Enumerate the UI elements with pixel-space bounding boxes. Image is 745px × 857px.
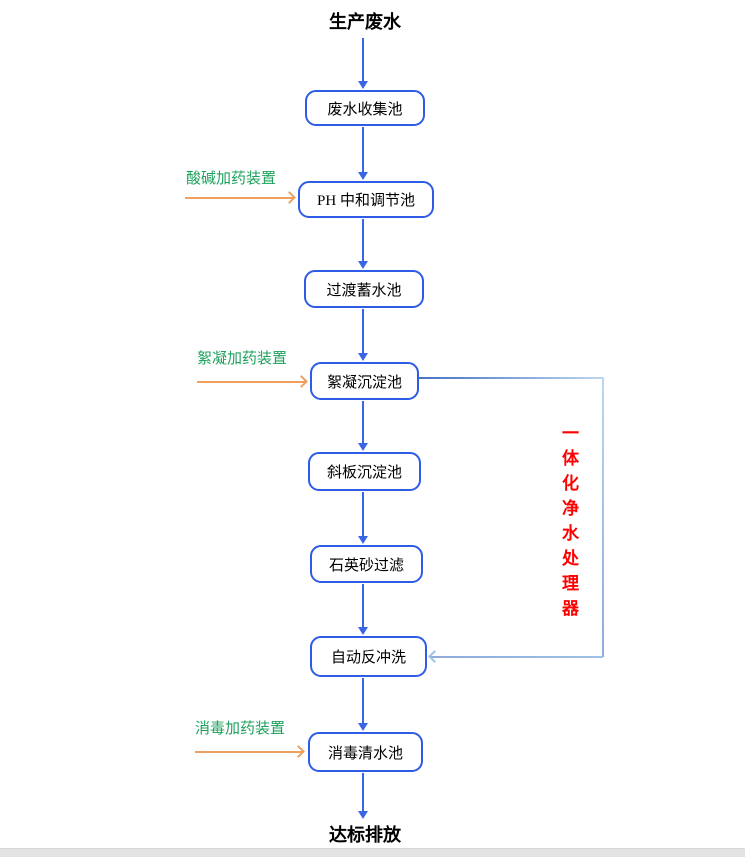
loop-line-bottom-arrow	[431, 656, 603, 658]
discharge-title: 达标排放	[329, 825, 401, 845]
dosing-label-flocculant: 絮凝加药装置	[197, 351, 288, 367]
flow-arrow-down-4	[358, 309, 368, 361]
node-label: 絮凝沉淀池	[326, 374, 402, 391]
flow-arrow-down-1	[358, 38, 368, 89]
dosing-arrow-acid-base	[185, 197, 293, 199]
node-label: PH 中和调节池	[317, 193, 415, 209]
node-label: 消毒清水池	[327, 745, 403, 762]
node-label: 石英砂过滤	[328, 557, 404, 574]
node-label: 过渡蓄水池	[326, 282, 402, 299]
dosing-label-disinfectant: 消毒加药装置	[195, 721, 286, 737]
node-label: 自动反冲洗	[330, 650, 406, 666]
node-automatic-backwash: 自动反冲洗	[310, 636, 427, 677]
node-label: 斜板沉淀池	[326, 465, 402, 481]
loop-line-top	[419, 377, 604, 379]
horizontal-scrollbar-track[interactable]	[0, 848, 745, 857]
dosing-label-acid-base: 酸碱加药装置	[186, 171, 277, 187]
flow-arrow-down-3	[358, 219, 368, 269]
dosing-arrow-flocculant	[197, 381, 305, 383]
loop-line-right	[602, 377, 604, 657]
node-quartz-sand-filtration: 石英砂过滤	[310, 545, 423, 583]
flow-arrow-down-7	[358, 584, 368, 635]
node-inclined-plate-sedimentation-tank: 斜板沉淀池	[308, 452, 421, 491]
node-label: 废水收集池	[327, 101, 403, 118]
node-disinfection-clean-water-tank: 消毒清水池	[308, 732, 423, 772]
flow-arrow-down-6	[358, 492, 368, 544]
node-transition-storage-tank: 过渡蓄水池	[304, 270, 424, 308]
dosing-arrow-disinfectant	[195, 751, 302, 753]
loop-label-integrated-purifier: 一体化净水处理器	[559, 424, 578, 624]
flow-arrow-down-2	[358, 127, 368, 180]
flow-arrow-down-9	[358, 773, 368, 819]
flow-arrow-down-5	[358, 401, 368, 451]
node-flocculation-sedimentation-tank: 絮凝沉淀池	[310, 362, 419, 400]
node-ph-neutralization-tank: PH 中和调节池	[298, 181, 434, 218]
node-wastewater-collection-tank: 废水收集池	[305, 90, 425, 126]
source-title: 生产废水	[329, 12, 401, 32]
flow-arrow-down-8	[358, 678, 368, 731]
